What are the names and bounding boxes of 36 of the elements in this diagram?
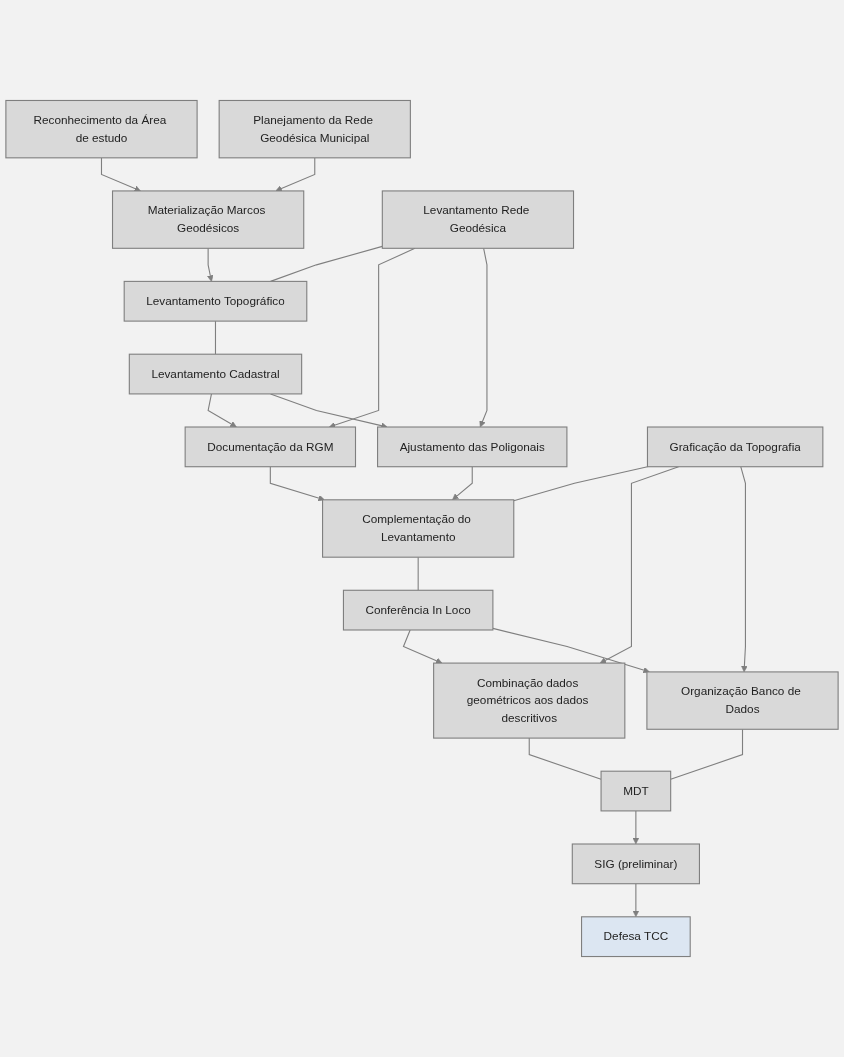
node-box: SIG (preliminar) bbox=[571, 843, 700, 885]
node-box: Defesa TCC bbox=[581, 916, 691, 958]
node-box: Combinação dados geométricos aos dados descritivos bbox=[433, 662, 626, 739]
connector bbox=[528, 737, 602, 780]
node-box: Organização Banco de Dados bbox=[646, 671, 839, 730]
node-box: Materialização Marcos Geodésicos bbox=[111, 190, 305, 249]
node-box: Reconhecimento da Área de estudo bbox=[5, 99, 198, 159]
connector bbox=[417, 556, 419, 591]
node-box: Planejamento da Rede Geodésica Municipal bbox=[218, 99, 411, 159]
arrow bbox=[599, 466, 680, 664]
arrow bbox=[269, 466, 325, 502]
connector bbox=[513, 466, 649, 502]
arrow bbox=[492, 627, 650, 674]
connector bbox=[670, 728, 744, 780]
arrow bbox=[452, 466, 473, 501]
node-box: Levantamento Topográfico bbox=[123, 280, 308, 322]
arrow bbox=[632, 883, 640, 918]
arrow bbox=[207, 393, 237, 428]
node-box: Complementação do Levantamento bbox=[322, 499, 515, 558]
arrow bbox=[275, 157, 316, 192]
arrow bbox=[479, 247, 488, 428]
connector bbox=[214, 320, 217, 355]
node-box: MDT bbox=[600, 770, 672, 812]
node-box: Levantamento Cadastral bbox=[128, 353, 303, 395]
connector bbox=[270, 245, 383, 282]
arrow bbox=[100, 157, 141, 192]
arrow bbox=[270, 393, 388, 429]
node-box: Graficação da Topografia bbox=[646, 426, 824, 468]
arrow bbox=[207, 247, 214, 282]
node-box: Levantamento Rede Geodésica bbox=[381, 190, 575, 249]
arrow bbox=[740, 466, 748, 673]
node-box: Ajustamento das Poligonais bbox=[377, 426, 568, 468]
arrow bbox=[402, 629, 443, 664]
arrow bbox=[632, 810, 640, 845]
node-box: Conferência In Loco bbox=[342, 589, 494, 631]
node-box: Documentação da RGM bbox=[184, 426, 357, 468]
